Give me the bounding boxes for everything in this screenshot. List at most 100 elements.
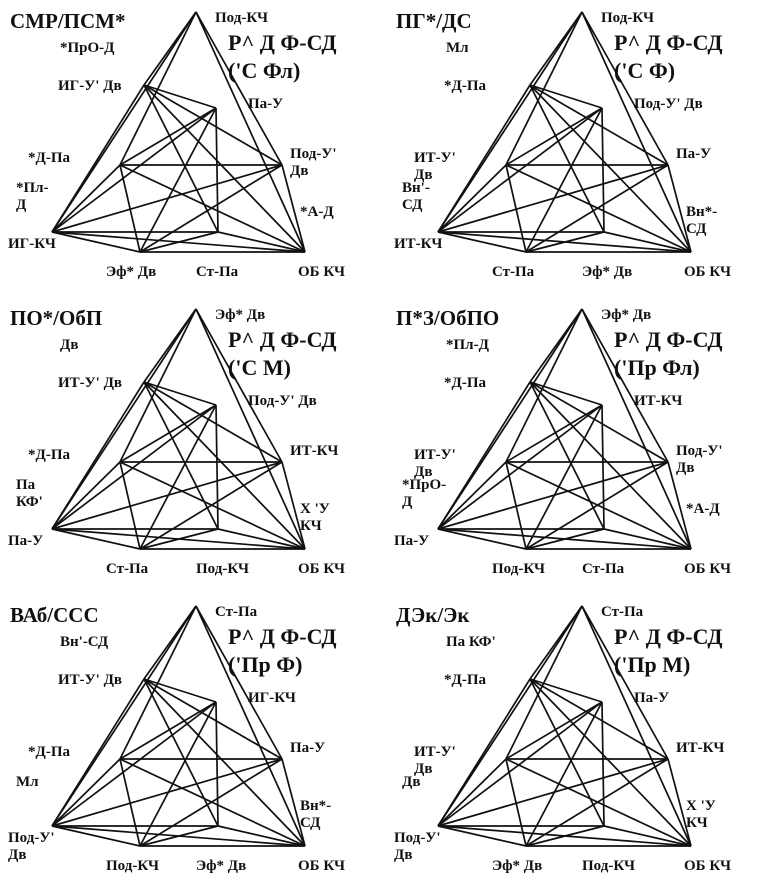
vertex-label-base-a: Эф* Дв [106, 264, 156, 280]
connector-line [195, 308, 283, 463]
panel-code-line: Р^ Д Ф-СД [614, 327, 723, 352]
vertex-label-right-lower: Под-У' [290, 146, 337, 162]
connector-line [505, 107, 603, 166]
connector-line [143, 84, 217, 109]
vertex-label-left-upper: *Д-Па [444, 78, 486, 94]
vertex-label-left-base: Под-У' [394, 830, 441, 846]
connector-line [529, 605, 583, 680]
panel-code-line: Р^ Д Ф-СД [228, 30, 337, 55]
vertex-label-left-lower: Дв [414, 167, 432, 183]
connector-line [529, 308, 583, 383]
connector-line [195, 605, 283, 760]
panel-code-line: ('С М) [228, 355, 291, 380]
connector-line [51, 678, 145, 827]
vertex-label-base-a: Под-КЧ [106, 858, 159, 874]
connector-line [217, 528, 306, 550]
connector-line [525, 164, 669, 253]
connector-line [529, 678, 669, 760]
connector-line [581, 605, 669, 760]
connector-line [437, 107, 603, 233]
vertex-label-base-b: Под-КЧ [196, 561, 249, 577]
connector-line [437, 678, 531, 827]
connector-line [51, 758, 283, 827]
vertex-label-extra-right: СД [686, 221, 707, 237]
vertex-label-left-upper: ИТ-У' Дв [58, 672, 122, 688]
connector-line [217, 825, 306, 847]
connector-line [525, 528, 605, 550]
connector-line [51, 461, 121, 530]
vertex-label-left-base: Дв [8, 847, 26, 863]
connector-line [139, 404, 217, 550]
vertex-label-left-lower: ИТ-У' [414, 447, 456, 463]
connector-line [119, 107, 217, 166]
connector-line [51, 758, 121, 827]
panel-title: ВАб/ССС [10, 603, 99, 627]
connector-line [529, 381, 692, 550]
connector-line [143, 381, 306, 550]
vertex-label-extra-right: СД [300, 815, 321, 831]
vertex-label-extra-top: Дв [60, 337, 78, 353]
vertex-label-right-lower: Дв [290, 163, 308, 179]
panel-code-line: ('Пр Ф) [228, 652, 303, 677]
connector-line [119, 404, 217, 463]
connector-line [143, 678, 306, 847]
connector-line [143, 308, 197, 383]
vertex-label-extra-left: *ПрО- [402, 477, 446, 493]
vertex-label-left-upper: *Д-Па [444, 375, 486, 391]
vertex-label-left-base: ИТ-КЧ [394, 236, 442, 252]
vertex-label-base-a: Под-КЧ [492, 561, 545, 577]
connector-line [529, 381, 603, 406]
vertex-label-extra-right: Вн*- [300, 798, 331, 814]
vertex-label-apex: Эф* Дв [601, 307, 651, 323]
connector-line [143, 381, 217, 406]
connector-line [119, 11, 197, 166]
connector-line [437, 758, 669, 827]
connector-line [119, 308, 197, 463]
connector-line [143, 84, 219, 233]
vertex-label-extra-top: *ПрО-Д [60, 40, 115, 56]
connector-line [437, 404, 603, 530]
panel-code-line: Р^ Д Ф-СД [614, 624, 723, 649]
connector-line [139, 164, 283, 253]
connector-line [281, 164, 306, 253]
connector-line [505, 308, 583, 463]
connector-line [437, 461, 669, 530]
vertex-label-left-base: ИГ-КЧ [8, 236, 56, 252]
connector-line [195, 11, 306, 253]
vertex-label-extra-left: КФ' [16, 494, 43, 510]
panel-title: ПГ*/ДС [396, 9, 472, 33]
connector-line [51, 164, 121, 233]
connector-line [581, 308, 669, 463]
vertex-label-extra-left: Мл [16, 774, 39, 790]
connector-line [525, 231, 605, 253]
connector-line [667, 164, 692, 253]
connector-line [143, 678, 217, 703]
vertex-label-right-base: ОБ КЧ [684, 858, 731, 874]
connector-line [437, 461, 507, 530]
connector-line [51, 11, 197, 233]
connector-line [51, 84, 145, 233]
vertex-label-left-lower: ИТ-У' [414, 744, 456, 760]
vertex-label-base-b: Под-КЧ [582, 858, 635, 874]
connector-line [217, 231, 306, 253]
vertex-label-right-upper: Па-У [634, 690, 669, 706]
panel-code-line: Р^ Д Ф-СД [614, 30, 723, 55]
vertex-label-right-upper: ИГ-КЧ [248, 690, 296, 706]
connector-line [437, 701, 603, 827]
vertex-label-right-lower: ИТ-КЧ [676, 740, 724, 756]
vertex-label-left-lower: *Д-Па [28, 744, 70, 760]
connector-line [437, 758, 507, 827]
connector-line [601, 701, 605, 827]
vertex-label-right-lower: Дв [676, 460, 694, 476]
connector-line [143, 678, 283, 760]
connector-line [143, 381, 283, 463]
panel-title: ДЭк/Эк [396, 603, 470, 627]
vertex-label-extra-right: Х 'У [686, 798, 716, 814]
connector-line [51, 308, 197, 530]
connector-line [437, 528, 527, 550]
panel-code-line: ('С Ф) [614, 58, 675, 83]
connector-line [603, 231, 692, 253]
vertex-label-left-base: Дв [394, 847, 412, 863]
connector-line [667, 461, 692, 550]
